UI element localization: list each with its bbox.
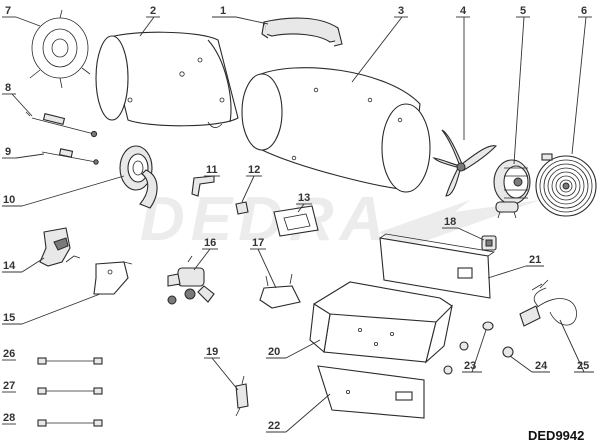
callout-19: 19 — [206, 346, 218, 358]
callout-15: 15 — [3, 312, 15, 324]
part-15-l-bracket — [93, 261, 133, 295]
callout-22: 22 — [268, 420, 280, 432]
callout-4: 4 — [460, 5, 467, 17]
callout-1: 1 — [220, 5, 226, 17]
brand-watermark: DEDRA — [140, 185, 390, 254]
callout-8: 8 — [5, 82, 11, 94]
callout-18: 18 — [444, 216, 456, 228]
part-27-hose — [37, 387, 103, 395]
part-21-side-panel — [379, 233, 496, 299]
callout-13: 13 — [298, 192, 310, 204]
part-20-base-tray — [309, 281, 453, 364]
part-2-inner-cylinder — [95, 31, 239, 128]
callout-6: 6 — [581, 5, 587, 17]
callout-11: 11 — [206, 164, 218, 176]
part-5-motor — [493, 159, 531, 219]
part-3-outer-housing — [241, 67, 431, 193]
part-10-burner — [119, 145, 158, 209]
callout-14: 14 — [3, 260, 16, 272]
callout-labels: 1 2 3 4 5 6 7 8 9 10 11 12 13 14 15 16 1… — [3, 5, 589, 432]
callout-leaders — [2, 16, 594, 433]
callout-7: 7 — [5, 5, 11, 17]
part-12-clip — [235, 201, 249, 215]
part-22-bottom-plate — [317, 365, 425, 419]
part-26-hose — [37, 357, 103, 365]
callout-20: 20 — [268, 346, 280, 358]
part-16-gas-valve — [167, 255, 215, 305]
part-14-valve-bracket — [39, 227, 81, 267]
part-25-power-cord — [519, 279, 577, 327]
part-24-grommets — [502, 346, 514, 358]
callout-28: 28 — [3, 412, 15, 424]
callout-24: 24 — [535, 360, 548, 372]
part-19-spark-plug — [235, 375, 249, 417]
part-8-thermocouple — [25, 111, 98, 138]
part-17-mounting-bracket — [259, 273, 301, 309]
part-1-handle — [261, 17, 343, 47]
model-code: DED9942 — [528, 428, 584, 443]
callout-26: 26 — [3, 348, 15, 360]
part-13-plate — [273, 205, 319, 237]
part-9-igniter-lead — [41, 148, 99, 165]
part-28-hose — [37, 419, 103, 427]
part-4-fan-blade — [432, 129, 498, 197]
callout-2: 2 — [150, 5, 156, 17]
callout-23: 23 — [464, 360, 476, 372]
callout-16: 16 — [204, 237, 216, 249]
callout-12: 12 — [248, 164, 260, 176]
part-18-switch — [481, 235, 497, 251]
callout-17: 17 — [252, 237, 264, 249]
callout-5: 5 — [520, 5, 526, 17]
callout-27: 27 — [3, 380, 15, 392]
callout-21: 21 — [529, 254, 541, 266]
part-7-rear-guard — [29, 9, 91, 89]
callout-25: 25 — [577, 360, 589, 372]
part-6-front-guard — [535, 153, 597, 217]
part-23-grommets — [443, 321, 494, 375]
callout-9: 9 — [5, 146, 11, 158]
callout-3: 3 — [398, 5, 404, 17]
callout-10: 10 — [3, 194, 15, 206]
